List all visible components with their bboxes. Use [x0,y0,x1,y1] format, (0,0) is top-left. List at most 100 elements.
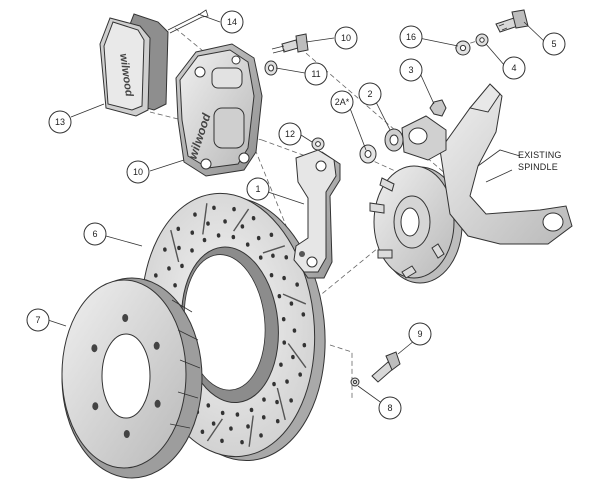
hat-hole [153,341,160,350]
drill-hole [202,237,207,243]
drill-hole [190,248,194,253]
drill-hole [216,233,221,238]
drill-hole [291,354,295,360]
bracket-spacer [384,128,404,152]
callout-4: 4 [502,56,526,80]
drill-hole [256,235,261,241]
callout-11: 10 [334,26,358,50]
bracket-nut [429,99,447,117]
drill-hole [275,399,279,405]
callout-10: 10 [126,160,150,184]
bracket-washer-small [475,33,489,47]
drill-hole [245,242,250,247]
svg-text:4: 4 [511,63,516,73]
callout-16: 16 [399,25,423,49]
drill-hole [279,362,283,367]
drill-hole [292,328,297,333]
callout-5: 5 [542,32,566,56]
caliper-bolt-washer [264,60,278,76]
hat-hole [154,399,161,408]
callout-2a: 2A* [330,90,354,114]
hat-hole [92,402,99,411]
rotor-slot [170,229,180,263]
drill-hole [272,381,276,387]
rotor-slot [287,343,307,369]
rotor-slot [276,387,286,421]
rotor-hat [61,277,203,479]
caliper-mounting-bracket [293,149,341,279]
drill-hole [220,410,225,416]
drill-hole [277,293,282,299]
drill-hole [206,221,210,226]
drill-hole [282,340,287,345]
drill-hole [258,255,263,260]
drill-hole [240,224,245,229]
drill-hole [271,253,275,258]
drill-hole [289,301,294,306]
callout-15: 14 [220,10,244,34]
caliper-mounting-bolt [271,33,309,54]
hat-hole [91,344,98,353]
drill-hole [249,407,254,413]
svg-text:13: 13 [55,117,65,127]
drill-hole [206,403,211,408]
rotor-drill-holes [149,205,307,445]
rotor-slot [282,293,307,305]
drill-hole [284,255,289,260]
bracket-shim-washers [311,137,325,151]
drill-hole [251,216,256,221]
hat-bolt-holes [91,314,161,438]
drill-hole [295,282,299,287]
rotor-slot [233,208,250,232]
drill-hole [269,272,274,278]
svg-text:10: 10 [133,167,143,177]
callout-labels: 14 10 11 12 2A* 2 3 16 4 5 1 6 7 9 8 13 … [26,10,566,420]
wheel-studs [369,177,445,279]
svg-text:12: 12 [285,129,295,139]
callout-12: 11 [304,62,328,86]
drill-hole [173,283,177,288]
drill-hole [289,398,293,403]
callout-6: 6 [83,222,107,246]
svg-text:10: 10 [341,33,351,43]
callout-7: 7 [26,308,50,332]
rotor-hat-bolt [371,351,401,383]
drill-hole [261,415,266,420]
drill-hole [200,429,205,434]
drill-hole [229,426,233,431]
drill-hole [298,372,302,377]
svg-text:6: 6 [92,229,97,239]
brake-caliper: wilwood [175,43,263,177]
svg-text:16: 16 [406,32,416,42]
svg-text:7: 7 [35,315,40,325]
svg-text:1: 1 [255,184,260,194]
bracket-washer-large [455,40,471,56]
drill-hole [240,439,244,445]
drill-hole [262,397,266,402]
callout-13: 12 [278,122,302,146]
drill-hole [190,230,195,235]
existing-hub-spindle [369,83,573,284]
drill-hole [285,379,289,384]
existing-spindle-note: EXISTING SPINDLE [518,150,562,172]
drill-hole [180,263,184,269]
svg-text:5: 5 [551,39,556,49]
rotor-hat-washer [350,377,360,387]
hat-hole [122,314,129,322]
pad-retaining-pin [167,9,209,34]
drill-hole [163,247,167,252]
svg-text:14: 14 [227,17,237,27]
svg-text:9: 9 [417,329,422,339]
drill-hole [269,232,274,237]
drill-hole [176,226,181,231]
drill-hole [220,438,224,444]
drill-hole [211,421,216,426]
callout-2: 2 [358,82,382,106]
drill-hole [235,412,240,417]
note-line-1: EXISTING [518,150,562,160]
callout-14: 13 [48,110,72,134]
drill-hole [301,312,306,317]
hat-hole [123,430,130,438]
drill-hole [281,316,286,322]
